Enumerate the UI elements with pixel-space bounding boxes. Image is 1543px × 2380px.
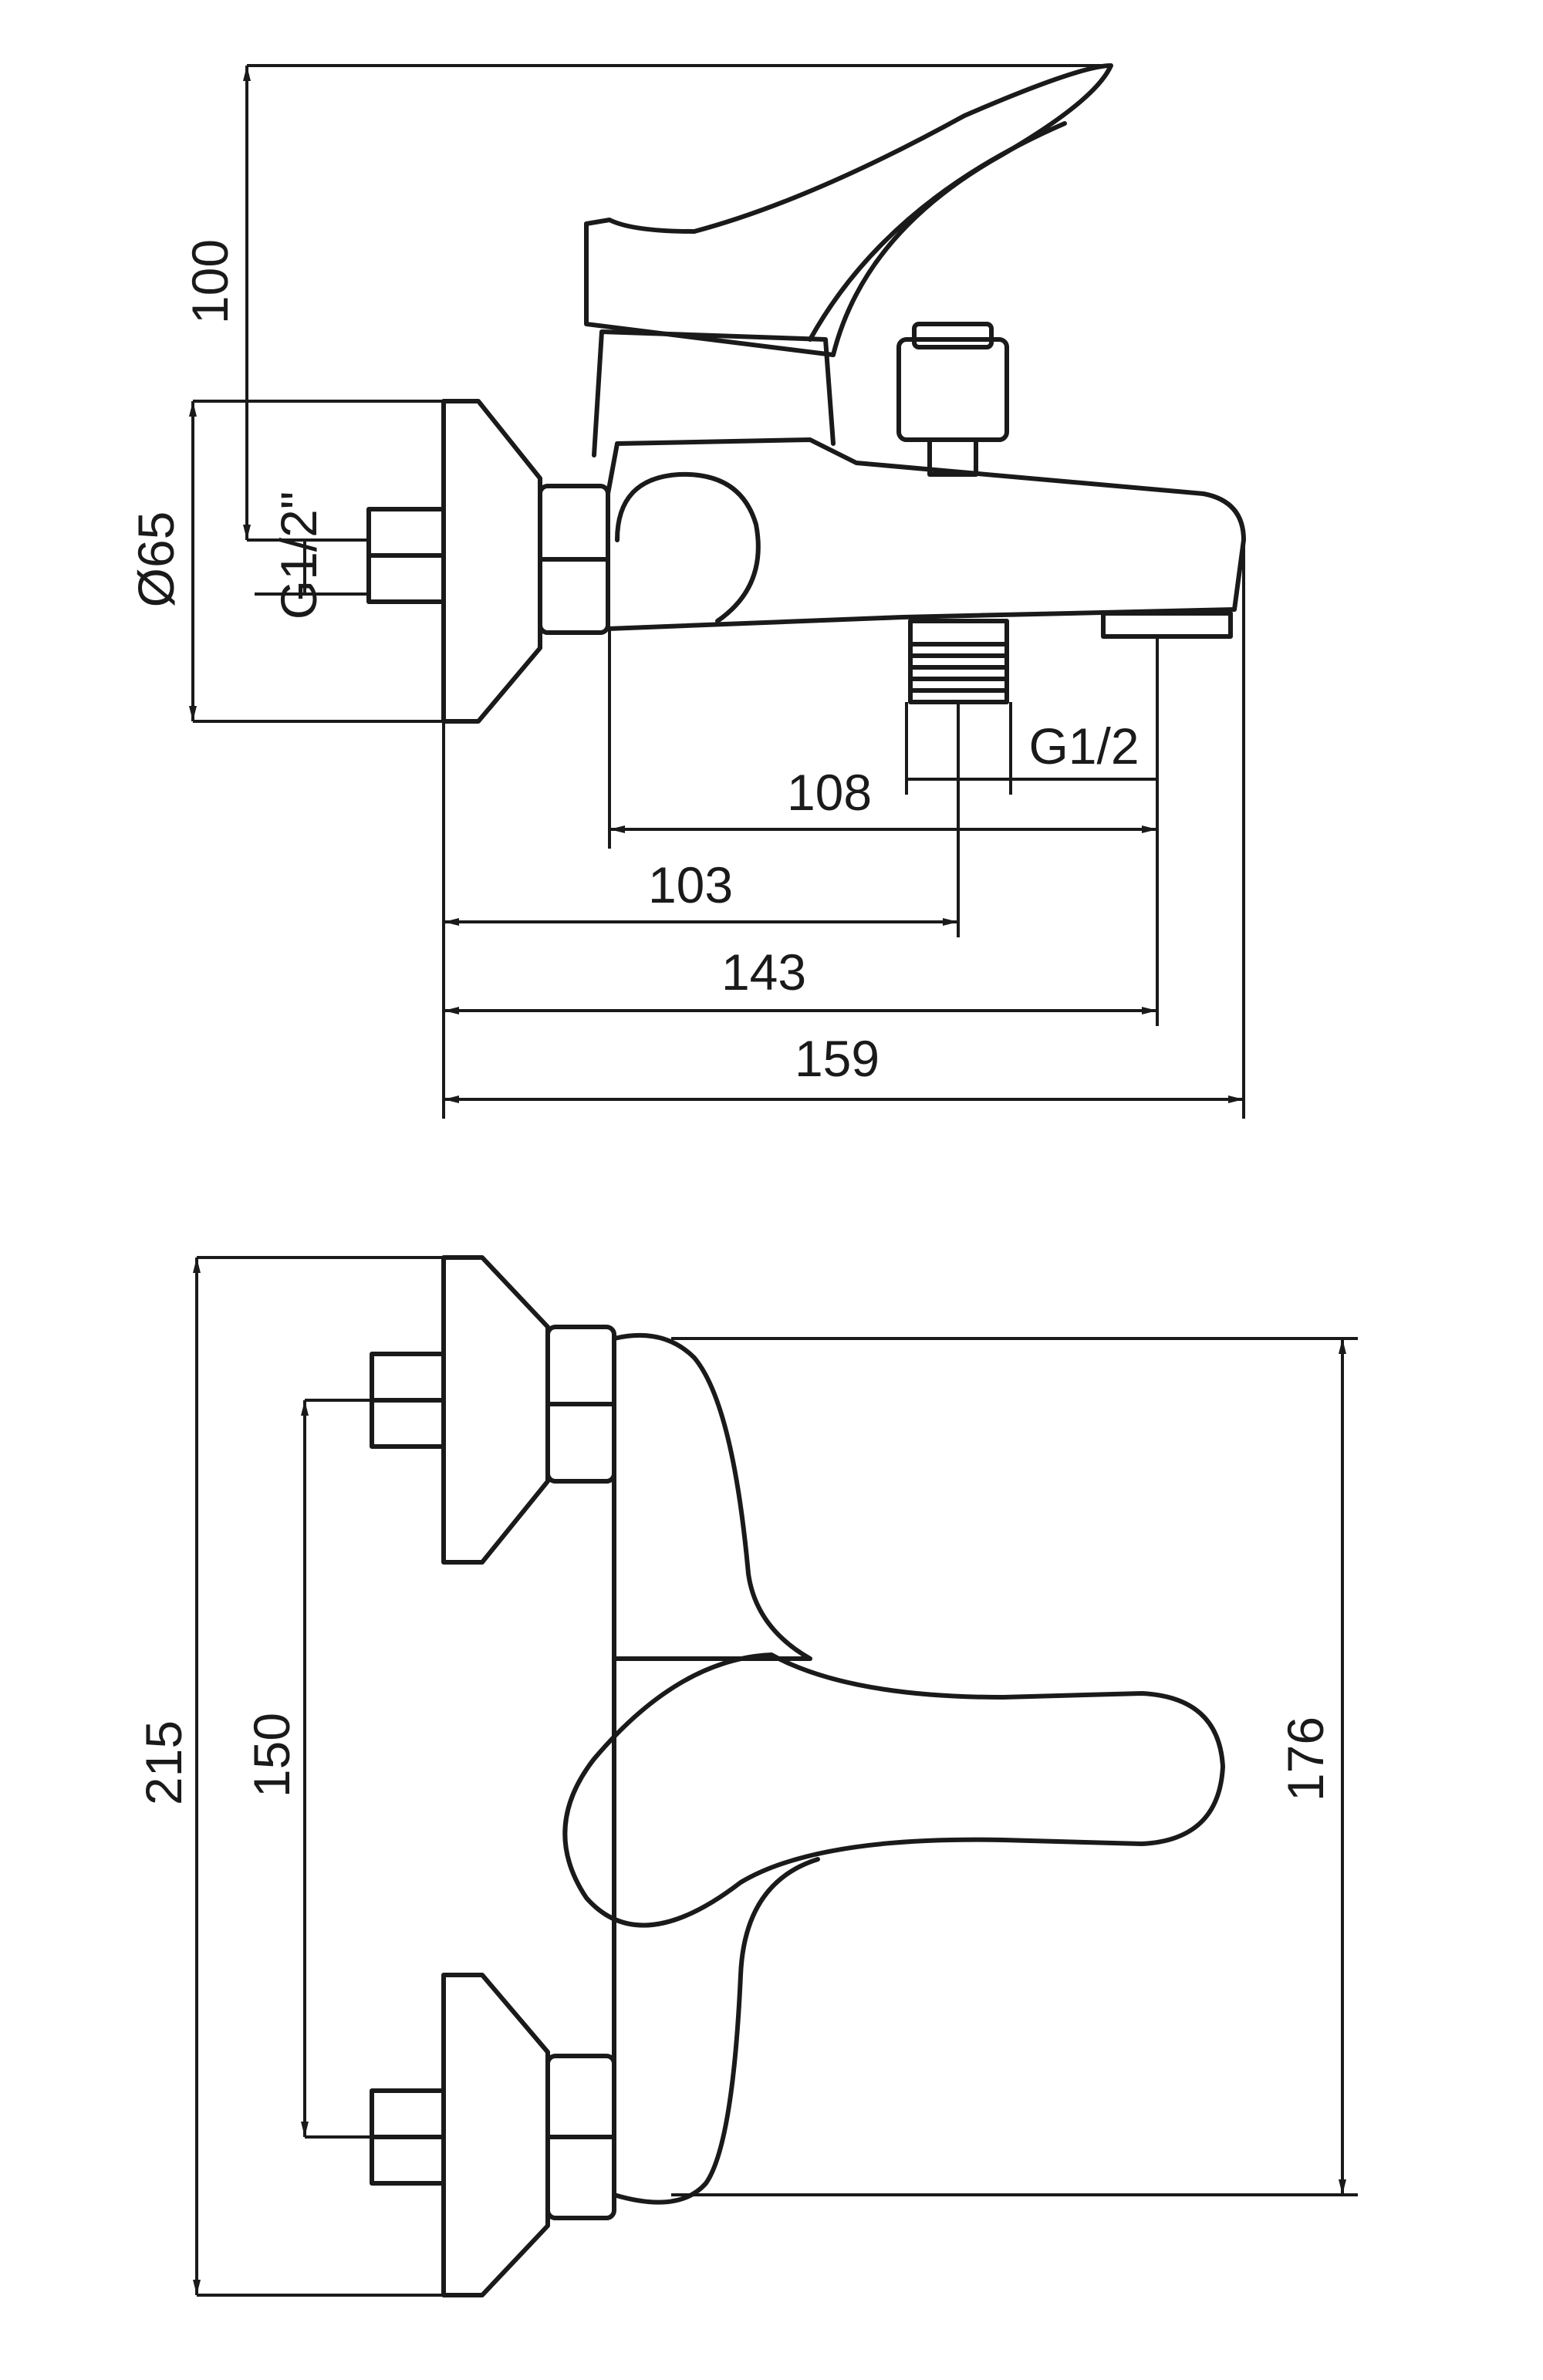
lever-neck: [592, 329, 836, 457]
hex-nut: [538, 484, 610, 635]
outlet-thread-label: G1/2: [1028, 717, 1139, 775]
lever-handle: [584, 63, 1113, 357]
inlet-connector: [366, 507, 446, 604]
upper-inlet: [370, 1352, 446, 1449]
dim-label-143: 143: [721, 944, 806, 1001]
mixer-body-top-lower: [612, 1656, 820, 2205]
dim-label-159: 159: [795, 1030, 880, 1087]
spout-aerator: [1101, 611, 1233, 639]
inlet-thread-label: G1/2": [270, 491, 327, 620]
dim-label-103: 103: [648, 856, 733, 913]
wall-rosette: [441, 399, 542, 724]
side-view: 100 Ø65 G1/2" G1/2 108 103 143 159: [127, 63, 1246, 1119]
upper-rosette: [441, 1255, 550, 1565]
dim-label-100: 100: [181, 239, 238, 324]
dim-label-215: 215: [135, 1720, 192, 1805]
dim-label-150: 150: [243, 1713, 300, 1798]
lower-nut: [545, 2054, 616, 2220]
dim-label-108: 108: [787, 764, 872, 821]
shower-outlet: [908, 619, 1009, 704]
cartridge-bulge: [615, 471, 761, 623]
dim-label-176: 176: [1277, 1717, 1334, 1801]
top-view: 215 150 176: [135, 1255, 1358, 2297]
lever-contour: [808, 121, 1067, 342]
mixer-body-top: [612, 1332, 812, 1661]
mixer-body: [606, 437, 1246, 631]
lever-top: [562, 1652, 1225, 1928]
diverter-knob: [896, 322, 1009, 477]
lower-inlet: [370, 2088, 446, 2186]
lower-rosette: [441, 1973, 550, 2297]
upper-nut: [545, 1325, 616, 1484]
top-extension-lines: [197, 1256, 1358, 2297]
dim-label-diameter: Ø65: [127, 511, 184, 608]
